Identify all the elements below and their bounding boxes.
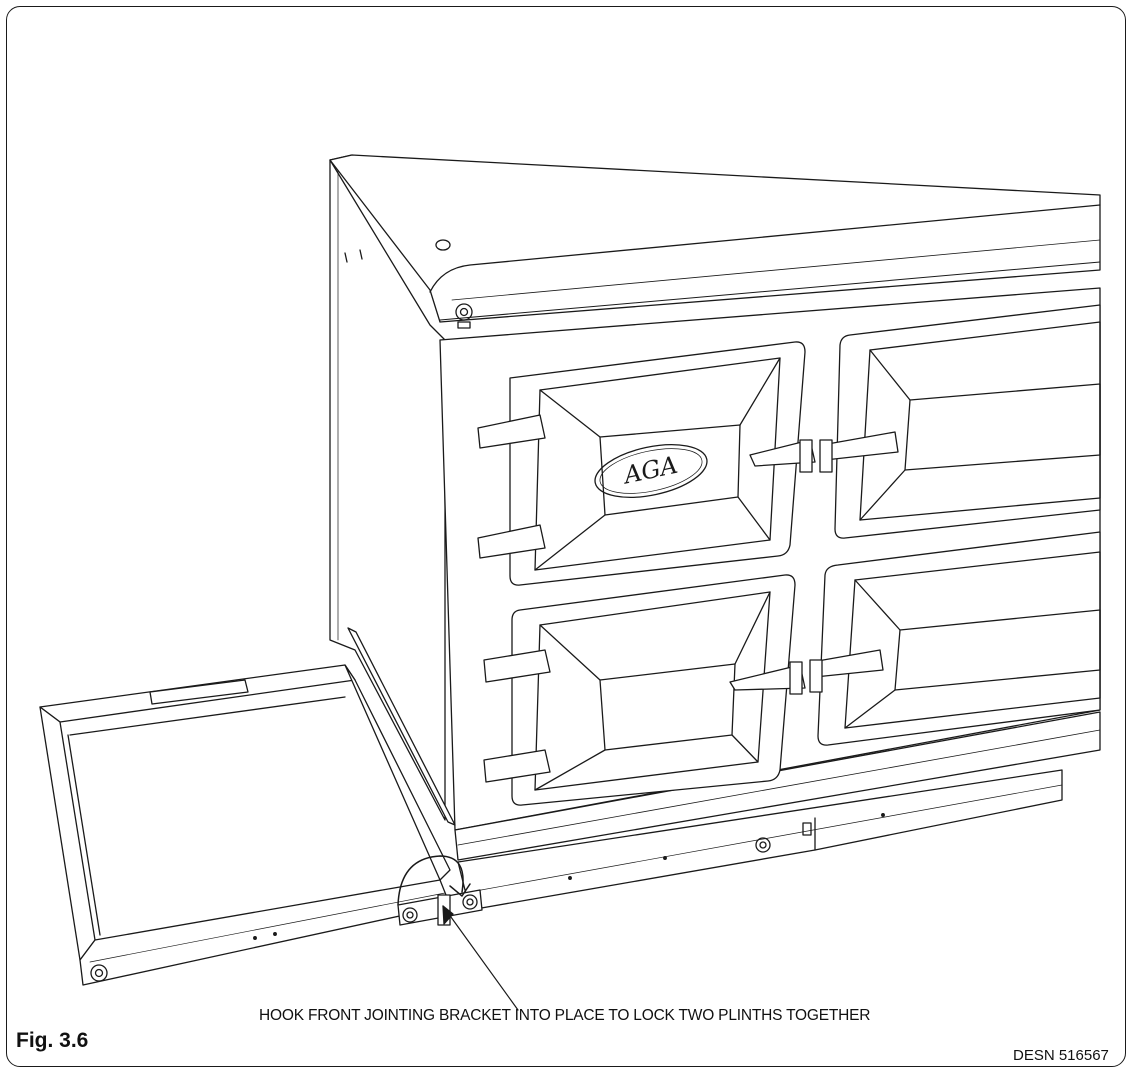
latch-handle-icon <box>729 664 806 691</box>
door-upper-right <box>819 304 1101 539</box>
reference-code: DESN 516567 <box>1013 1047 1109 1064</box>
rotation-arrow <box>397 855 464 906</box>
cooker-side-panel <box>329 154 446 821</box>
plinth-bolt-icon <box>90 964 108 982</box>
figure-caption: HOOK FRONT JOINTING BRACKET INTO PLACE T… <box>259 1007 871 1024</box>
aga-logo <box>594 444 708 498</box>
figure-label: Fig. 3.6 <box>16 1029 89 1052</box>
plinth-clip-icon <box>802 822 812 836</box>
hinge-icon <box>483 749 551 783</box>
jointing-bracket <box>397 889 483 926</box>
door-lower-right <box>809 531 1101 746</box>
plinth-bolt-icon <box>755 837 771 853</box>
figure-frame <box>6 6 1126 1067</box>
top-bolt-icon <box>455 303 473 321</box>
hinge-icon <box>477 414 546 449</box>
latch-handle-icon <box>749 439 816 467</box>
door-upper-left: AGA <box>477 341 816 586</box>
hinge-icon <box>477 524 546 559</box>
back-bracket-icon <box>149 679 249 705</box>
cooker-top <box>329 154 1101 329</box>
top-plug-icon <box>435 239 451 251</box>
door-lower-left <box>483 574 806 806</box>
plinth-frame <box>39 627 456 986</box>
hinge-icon <box>483 649 551 683</box>
leader-line <box>442 905 519 1011</box>
